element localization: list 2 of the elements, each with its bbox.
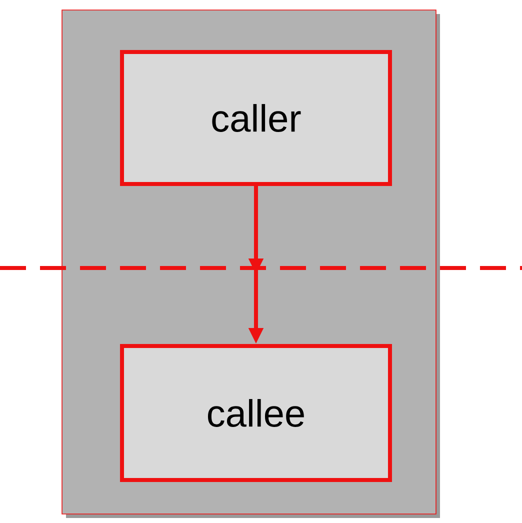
- process-box: callee: [120, 344, 392, 482]
- process-box: caller: [120, 50, 392, 186]
